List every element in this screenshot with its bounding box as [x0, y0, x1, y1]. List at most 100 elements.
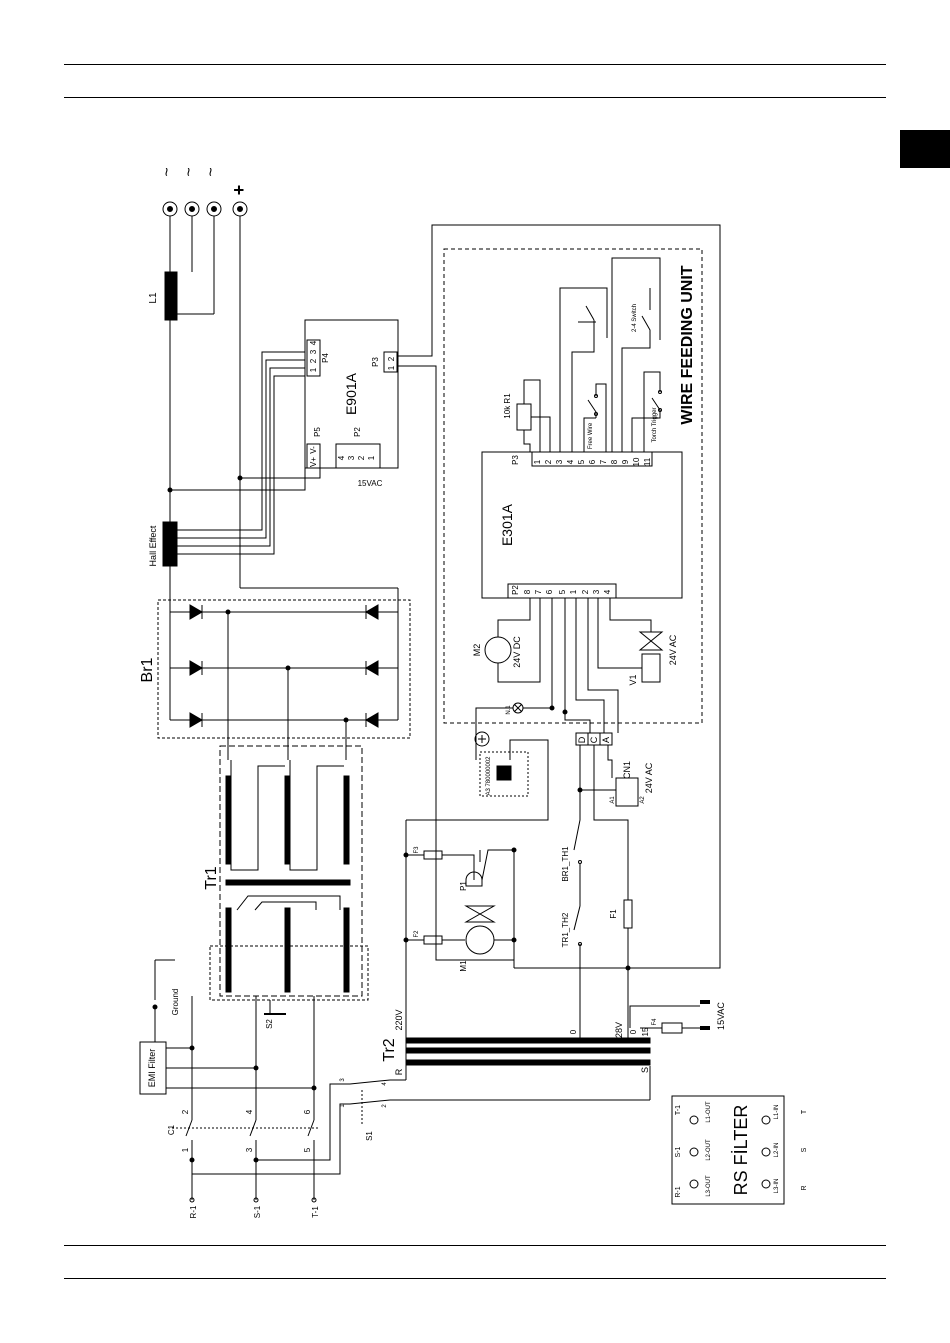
label-s1: S1: [365, 1131, 374, 1141]
e301a-p2-pin: 5: [558, 589, 567, 594]
header-rule-top: [64, 64, 886, 65]
ic-module: [479, 751, 529, 797]
label-e901a-p3: P3: [371, 357, 380, 367]
hall-effect-sensor: [162, 521, 178, 567]
s1-pin-2: 2: [382, 1104, 388, 1108]
section-tab: [900, 130, 950, 168]
label-m2-rating: 24V DC: [512, 636, 522, 668]
terminal-label-2: ~: [181, 167, 198, 176]
c1-pin-3: 3: [245, 1147, 254, 1152]
label-e301a-p2: P2: [511, 585, 520, 595]
transformer-tr1: [219, 745, 363, 997]
transformer-tr2: [405, 1037, 651, 1066]
label-switch-24: 2-4 Switch: [632, 304, 638, 332]
label-l1: L1: [148, 292, 159, 304]
e301a-p2-pin: 6: [545, 589, 554, 594]
rs-filter-box: [671, 1095, 785, 1205]
label-cn1-rating: 24V AC: [644, 762, 654, 793]
rs-filter-l1-out: L1-OUT: [706, 1101, 712, 1123]
output-terminals: [162, 201, 248, 588]
footer-rule-bottom: [64, 1278, 886, 1279]
rs-filter-in-s: S: [801, 1147, 808, 1152]
label-a2: A2: [640, 796, 646, 804]
label-f2: F2: [414, 930, 420, 938]
label-e901a-p4-pin3: 3: [309, 349, 318, 354]
switch-s1: [192, 1079, 391, 1175]
c1-pin-2: 2: [181, 1109, 190, 1114]
e301a-p3-pin: 7: [599, 459, 608, 464]
s1-pin-1: 1: [340, 1104, 346, 1108]
label-e901a-p4-pin2: 2: [309, 358, 318, 363]
connector-a: A: [601, 737, 611, 743]
label-v1-rating: 24V AC: [668, 634, 678, 665]
label-emi-filter: EMI Filter: [147, 1049, 157, 1088]
bridge-rectifier-br1: [157, 599, 411, 739]
rs-filter-l3-out: L3-OUT: [706, 1175, 712, 1197]
label-free-wire: Free Wire: [588, 422, 594, 449]
contactor-coil-cn1: [615, 777, 639, 807]
label-e901a-p2: P2: [353, 427, 362, 437]
label-f1: F1: [609, 909, 618, 919]
label-e901a-p4-pin4: 4: [309, 340, 318, 345]
fuse-f1: [623, 899, 633, 929]
e301a-p2-pin: 3: [592, 589, 601, 594]
label-220v: 220V: [394, 1009, 404, 1030]
tr2-tap-15: 15: [641, 1027, 650, 1036]
valve-v1: [641, 653, 661, 683]
e301a-p3-pin: 4: [566, 459, 575, 464]
label-e901a-p2-pin2: 2: [357, 455, 366, 460]
motor-m1: [465, 925, 495, 955]
connector-d: D: [577, 736, 587, 743]
rs-filter-l1-in: L1-IN: [774, 1105, 780, 1120]
label-ic: A3 780000002: [486, 756, 492, 796]
rs-filter-title: RS FİLTER: [731, 1105, 751, 1196]
wire-feeding-unit-box: [443, 248, 703, 724]
label-e901a-p3-pin2: 2: [387, 356, 396, 361]
e301a-p3-pin: 6: [588, 459, 597, 464]
footer-rule-top: [64, 1245, 886, 1246]
label-tr1: Tr1: [203, 866, 220, 890]
label-a1: A1: [610, 796, 616, 804]
label-e301a-p3: P3: [511, 455, 520, 465]
label-p1: P1: [459, 881, 468, 891]
label-cn1: CN1: [622, 761, 632, 779]
potentiometer-r1: [516, 403, 532, 431]
c1-pin-1: 1: [181, 1147, 190, 1152]
label-e901a-p3-pin1: 1: [387, 365, 396, 370]
s1-pin-3: 3: [340, 1078, 346, 1082]
connector-c: C: [589, 736, 599, 743]
rs-filter-l3-in: L3-IN: [774, 1179, 780, 1194]
label-e901a-p2-pin1: 1: [367, 455, 376, 460]
label-lamp: N.1: [506, 705, 512, 715]
tr2-end-s: S: [640, 1067, 650, 1073]
e301a-p3-pin: 10: [632, 457, 641, 466]
label-c1: C1: [167, 1124, 176, 1135]
label-br1-th1: BR1_TH1: [561, 846, 570, 882]
c1-pin-4: 4: [245, 1109, 254, 1114]
label-s2: S2: [265, 1019, 274, 1029]
label-e901a: E901A: [343, 372, 359, 415]
phase-s1: S-1: [253, 1205, 262, 1218]
label-tr2: Tr2: [381, 1038, 398, 1062]
label-e901a-p2-pin3: 3: [347, 455, 356, 460]
rs-filter-out-t1: T-1: [675, 1105, 682, 1115]
label-m2: M2: [472, 644, 482, 657]
label-15vac-out: 15VAC: [716, 1002, 726, 1030]
tr2-tap-0a: 0: [569, 1029, 578, 1034]
label-28v: 28V: [614, 1022, 624, 1038]
label-m1: M1: [459, 960, 468, 972]
label-e901a-p4: P4: [321, 353, 330, 363]
label-e901a-p5: P5: [313, 427, 322, 437]
e301a-p2-pin: 2: [581, 589, 590, 594]
rs-filter-in-t: T: [801, 1109, 808, 1114]
rs-filter-out-r1: R-1: [675, 1186, 682, 1197]
fan-p1: [465, 871, 483, 887]
rs-filter-l2-out: L2-OUT: [706, 1139, 712, 1161]
c1-pin-6: 6: [303, 1109, 312, 1114]
e301a-p3-pin: 11: [643, 457, 652, 466]
label-torch-trigger: Torch Trigger: [652, 407, 658, 442]
tr2-tap-0b: 0: [629, 1029, 638, 1034]
e301a-p2-pin: 8: [523, 589, 532, 594]
label-e901a-p2-pin4: 4: [337, 455, 346, 460]
